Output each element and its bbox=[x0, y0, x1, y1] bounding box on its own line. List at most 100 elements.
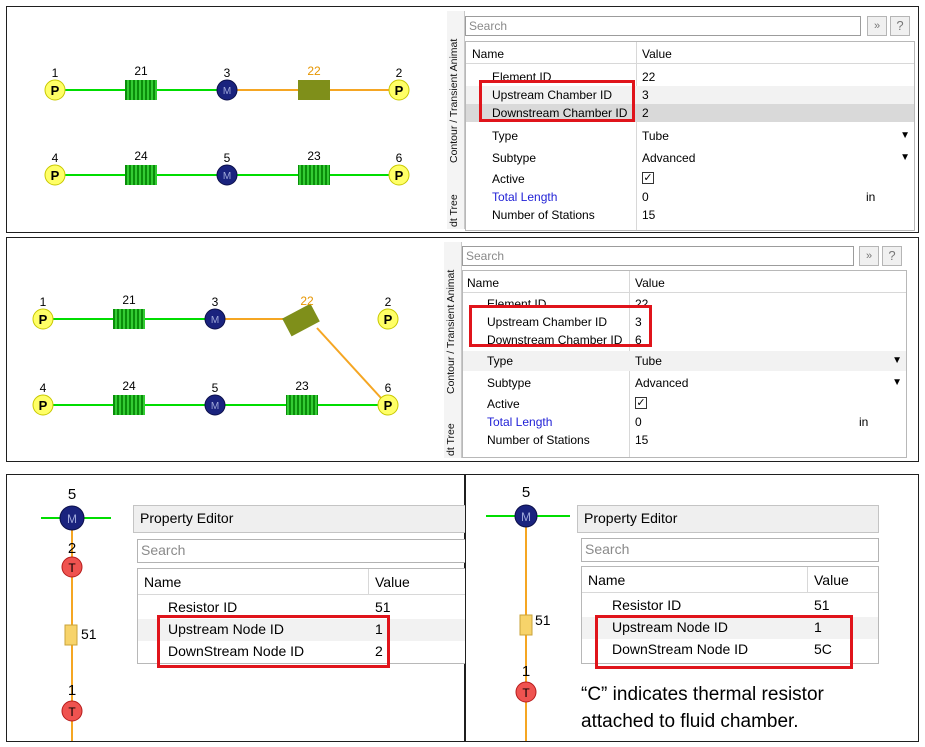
element-24[interactable] bbox=[125, 165, 157, 185]
element-22[interactable] bbox=[298, 80, 330, 100]
node-p[interactable] bbox=[388, 79, 410, 101]
active-checkbox[interactable]: ✓ bbox=[635, 397, 647, 409]
node-m[interactable] bbox=[204, 308, 226, 330]
property-unit: in bbox=[859, 415, 869, 429]
element-22[interactable] bbox=[282, 303, 320, 337]
property-row[interactable]: Total Length 0 in bbox=[466, 188, 914, 206]
search-input[interactable]: Search bbox=[462, 246, 854, 266]
property-value: 1 bbox=[814, 619, 822, 635]
node-t[interactable] bbox=[61, 556, 83, 578]
property-row[interactable]: Upstream Node ID 1 bbox=[582, 617, 878, 639]
property-row[interactable]: Type Tube ▼ bbox=[463, 351, 906, 371]
property-row[interactable]: Active ✓ bbox=[463, 395, 906, 413]
help-button[interactable]: ? bbox=[882, 246, 902, 266]
resistor-51[interactable] bbox=[64, 624, 78, 646]
property-row[interactable]: Subtype Advanced ▼ bbox=[466, 148, 914, 168]
column-header-value[interactable]: Value bbox=[814, 572, 849, 588]
property-unit: in bbox=[866, 190, 876, 204]
active-checkbox[interactable]: ✓ bbox=[642, 172, 654, 184]
column-header-value[interactable]: Value bbox=[635, 276, 665, 290]
chevron-down-icon[interactable]: ▼ bbox=[900, 130, 910, 141]
type-select[interactable]: Tube bbox=[635, 354, 662, 368]
property-row[interactable]: Resistor ID 51 bbox=[582, 595, 878, 617]
node-p[interactable] bbox=[32, 394, 54, 416]
property-value[interactable]: 15 bbox=[635, 433, 649, 447]
node-id: 5 bbox=[224, 151, 231, 165]
grid-header: Name Value bbox=[582, 567, 878, 593]
search-input[interactable]: Search bbox=[581, 538, 879, 562]
resistor-51[interactable] bbox=[519, 614, 533, 636]
property-row[interactable]: Resistor ID 51 bbox=[138, 597, 465, 619]
element-label: 24 bbox=[134, 149, 148, 163]
help-button[interactable]: ? bbox=[890, 16, 910, 36]
property-row[interactable]: Active ✓ bbox=[466, 170, 914, 188]
node-m[interactable] bbox=[216, 164, 238, 186]
filter-button[interactable]: » bbox=[867, 16, 887, 36]
node-p[interactable] bbox=[377, 394, 399, 416]
search-input[interactable]: Search bbox=[465, 16, 861, 36]
property-row[interactable]: Number of Stations 15 bbox=[463, 431, 906, 449]
node-type-label: M bbox=[521, 510, 531, 524]
element-23[interactable] bbox=[286, 395, 318, 415]
node-m[interactable] bbox=[59, 505, 85, 531]
grid-header: Name Value bbox=[466, 42, 914, 64]
property-row[interactable]: DownStream Node ID 5C bbox=[582, 639, 878, 661]
column-header-value[interactable]: Value bbox=[375, 574, 410, 590]
property-row[interactable]: Type Tube ▼ bbox=[466, 126, 914, 146]
network-diagram-top: 21 22 24 23 P 1 M 3 P 2 P 4 M 5 P 6 bbox=[44, 64, 410, 186]
chevron-down-icon[interactable]: ▼ bbox=[892, 355, 902, 366]
column-header-name[interactable]: Name bbox=[144, 574, 182, 590]
node-m[interactable] bbox=[216, 79, 238, 101]
node-m[interactable] bbox=[204, 394, 226, 416]
property-row[interactable]: Element ID 22 bbox=[463, 295, 906, 313]
property-name: Type bbox=[487, 354, 514, 368]
property-row[interactable]: Upstream Chamber ID 3 bbox=[466, 86, 914, 104]
property-row[interactable]: Downstream Chamber ID 6 bbox=[463, 331, 906, 349]
property-value[interactable]: 15 bbox=[642, 208, 656, 222]
property-row[interactable]: Upstream Node ID 1 bbox=[138, 619, 465, 641]
tab-contour-animation[interactable]: Contour / Transient Animat bbox=[448, 38, 460, 163]
column-header-name[interactable]: Name bbox=[467, 276, 500, 290]
type-select[interactable]: Tube bbox=[642, 129, 669, 143]
property-value[interactable]: 0 bbox=[642, 190, 649, 204]
property-editor: Property Editor Search Name Value Resist… bbox=[577, 505, 879, 665]
node-p[interactable] bbox=[388, 164, 410, 186]
node-id: 6 bbox=[396, 151, 403, 165]
node-t[interactable] bbox=[515, 681, 537, 703]
property-row[interactable]: DownStream Node ID 2 bbox=[138, 641, 465, 663]
column-header-value[interactable]: Value bbox=[642, 47, 672, 61]
node-p[interactable] bbox=[32, 308, 54, 330]
filter-button[interactable]: » bbox=[859, 246, 879, 266]
chevron-down-icon[interactable]: ▼ bbox=[900, 152, 910, 163]
property-row-selected[interactable]: Downstream Chamber ID 2 bbox=[466, 104, 914, 122]
search-input[interactable]: Search bbox=[137, 539, 466, 563]
grid-header: Name Value bbox=[463, 271, 906, 293]
node-p[interactable] bbox=[377, 308, 399, 330]
column-header-name[interactable]: Name bbox=[588, 572, 626, 588]
property-name: Subtype bbox=[487, 376, 532, 390]
property-row[interactable]: Element ID 22 bbox=[466, 68, 914, 86]
subtype-select[interactable]: Advanced bbox=[642, 151, 696, 165]
property-value[interactable]: 0 bbox=[635, 415, 642, 429]
property-row[interactable]: Number of Stations 15 bbox=[466, 206, 914, 224]
property-row[interactable]: Subtype Advanced ▼ bbox=[463, 373, 906, 393]
column-header-name[interactable]: Name bbox=[472, 47, 505, 61]
tab-dt-tree[interactable]: dt Tree bbox=[445, 423, 457, 456]
node-t[interactable] bbox=[61, 700, 83, 722]
property-row[interactable]: Total Length 0 in bbox=[463, 413, 906, 431]
node-p[interactable] bbox=[44, 79, 66, 101]
node-id: 1 bbox=[40, 295, 47, 309]
element-23[interactable] bbox=[298, 165, 330, 185]
chevron-down-icon[interactable]: ▼ bbox=[892, 377, 902, 388]
tab-dt-tree[interactable]: dt Tree bbox=[448, 194, 460, 227]
element-21[interactable] bbox=[113, 309, 145, 329]
element-21[interactable] bbox=[125, 80, 157, 100]
element-24[interactable] bbox=[113, 395, 145, 415]
tab-contour-animation[interactable]: Contour / Transient Animat bbox=[445, 269, 457, 394]
node-m[interactable] bbox=[514, 504, 538, 528]
node-p[interactable] bbox=[44, 164, 66, 186]
subtype-select[interactable]: Advanced bbox=[635, 376, 689, 390]
property-name: Total Length bbox=[492, 190, 558, 204]
property-row[interactable]: Upstream Chamber ID 3 bbox=[463, 313, 906, 331]
property-name: Active bbox=[487, 397, 520, 411]
